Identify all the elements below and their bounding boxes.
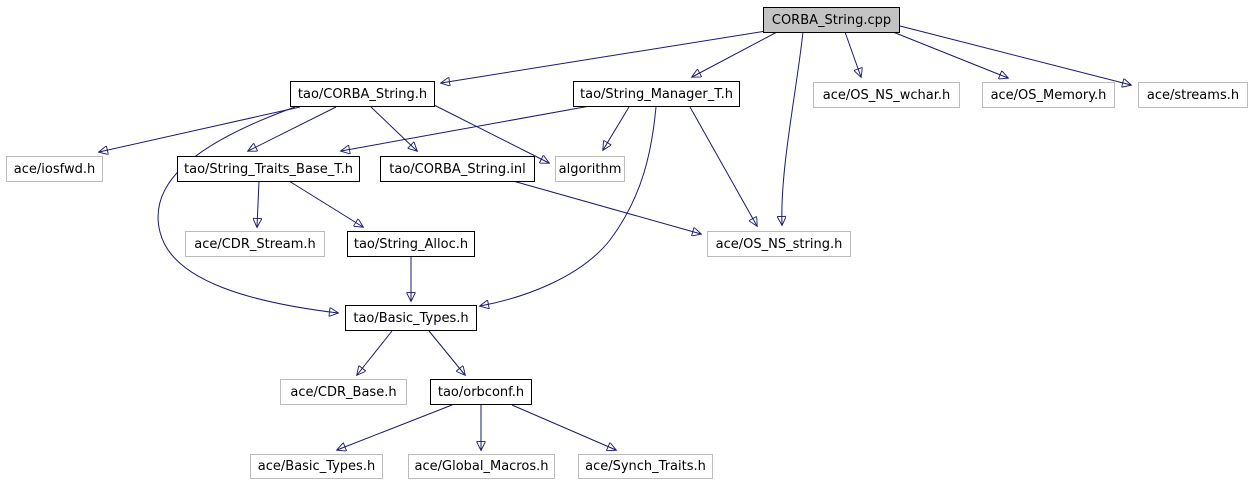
edge-cpp-to-corba-string-h bbox=[441, 30, 767, 83]
node-corba-string-cpp[interactable]: CORBA_String.cpp bbox=[763, 7, 900, 33]
node-algorithm[interactable]: algorithm bbox=[555, 156, 625, 182]
node-ace-os-memory-h[interactable]: ace/OS_Memory.h bbox=[982, 82, 1115, 108]
edge-orbconf-to-synch-traits bbox=[511, 404, 616, 450]
edge-string-manager-to-os-ns-string bbox=[689, 106, 757, 226]
edge-corba-string-h-to-iosfwd bbox=[99, 106, 301, 152]
node-ace-cdr-base-h[interactable]: ace/CDR_Base.h bbox=[280, 379, 407, 405]
node-ace-iosfwd-h[interactable]: ace/iosfwd.h bbox=[6, 156, 103, 182]
node-tao-basic-types-h[interactable]: tao/Basic_Types.h bbox=[345, 305, 477, 331]
edge-cpp-to-string-manager bbox=[692, 31, 778, 77]
node-tao-corba-string-inl[interactable]: tao/CORBA_String.inl bbox=[380, 156, 535, 182]
edge-cpp-to-streams bbox=[899, 25, 1131, 85]
node-ace-synch-traits-h[interactable]: ace/Synch_Traits.h bbox=[578, 454, 713, 479]
edge-cpp-to-os-ns-wchar bbox=[844, 31, 861, 77]
edge-cpp-to-os-ns-string bbox=[782, 31, 804, 225]
edge-string-manager-to-traits bbox=[341, 105, 591, 151]
edge-inl-to-os-ns-string bbox=[512, 180, 701, 234]
node-ace-basic-types-h[interactable]: ace/Basic_Types.h bbox=[250, 454, 383, 479]
node-ace-cdr-stream-h[interactable]: ace/CDR_Stream.h bbox=[185, 231, 325, 257]
node-ace-os-ns-string-h[interactable]: ace/OS_NS_string.h bbox=[707, 231, 851, 257]
edge-orbconf-to-ace-basic-types bbox=[337, 404, 453, 450]
edge-corba-string-h-to-basic-types bbox=[157, 106, 338, 313]
node-tao-orbconf-h[interactable]: tao/orbconf.h bbox=[430, 379, 532, 405]
edge-corba-string-h-to-algorithm bbox=[433, 104, 549, 163]
edge-cpp-to-os-memory bbox=[892, 31, 1008, 78]
node-ace-streams-h[interactable]: ace/streams.h bbox=[1138, 82, 1248, 108]
edge-string-manager-to-basic-types bbox=[480, 106, 657, 306]
node-ace-os-ns-wchar-h[interactable]: ace/OS_NS_wchar.h bbox=[813, 82, 960, 108]
edge-traits-to-string-alloc bbox=[288, 180, 363, 227]
edge-corba-string-h-to-inl bbox=[370, 106, 417, 151]
node-tao-string-alloc-h[interactable]: tao/String_Alloc.h bbox=[347, 231, 475, 257]
node-tao-corba-string-h[interactable]: tao/CORBA_String.h bbox=[290, 81, 435, 107]
edge-basic-types-to-cdr-base bbox=[357, 330, 393, 375]
node-ace-global-macros-h[interactable]: ace/Global_Macros.h bbox=[408, 454, 555, 479]
edge-basic-types-to-orbconf bbox=[428, 330, 465, 375]
node-tao-string-manager-t-h[interactable]: tao/String_Manager_T.h bbox=[573, 81, 740, 107]
edge-traits-to-cdr-stream bbox=[257, 180, 259, 227]
edge-string-manager-to-algorithm bbox=[603, 106, 630, 150]
edge-corba-string-h-to-traits bbox=[248, 106, 337, 151]
node-tao-string-traits-base-t-h[interactable]: tao/String_Traits_Base_T.h bbox=[177, 156, 360, 182]
